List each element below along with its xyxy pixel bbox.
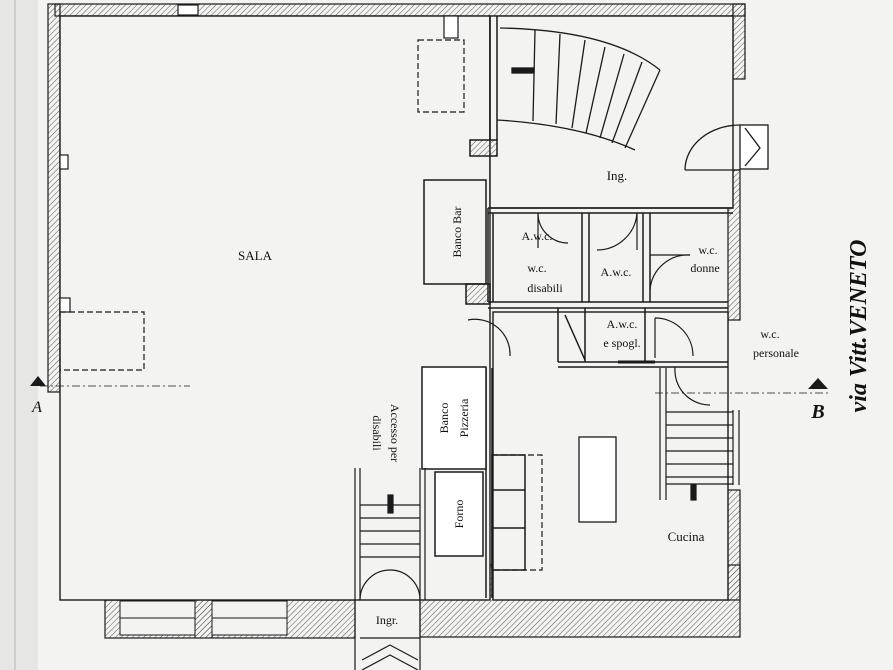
label-awc-2: A.w.c. — [601, 265, 632, 279]
label-wc-personale-1: w.c. — [760, 327, 779, 341]
label-awc-spogl-2: e spogl. — [603, 336, 640, 350]
label-forno: Forno — [452, 500, 466, 529]
staircase-lower — [659, 368, 740, 501]
label-section-b: B — [810, 401, 824, 423]
kitchen-island — [578, 436, 617, 523]
bottom-windows — [119, 599, 288, 639]
label-section-a: A — [31, 399, 42, 416]
street-name: via Vitt.VENETO — [846, 240, 872, 413]
pizzeria-fixtures — [421, 366, 526, 571]
interior-walls — [423, 16, 733, 598]
label-cucina: Cucina — [668, 529, 705, 544]
label-accesso-disabili-1: Accesso per — [388, 404, 402, 462]
label-banco-pizzeria-2: Pizzeria — [457, 398, 471, 437]
staircase-upper — [496, 27, 661, 151]
door-swings — [467, 212, 711, 406]
label-ingresso: Ing. — [607, 168, 628, 183]
entrance-door — [684, 124, 769, 171]
label-banco-bar: Banco Bar — [450, 207, 464, 258]
label-sala: SALA — [238, 248, 273, 263]
label-wc-donne-2: donne — [690, 261, 719, 275]
label-awc-1: A.w.c. — [522, 229, 553, 243]
pillars — [59, 4, 459, 313]
label-accesso-disabili-2: disabili — [370, 415, 384, 451]
label-wc-personale-2: personale — [753, 346, 799, 360]
label-awc-spogl-1: A.w.c. — [607, 317, 638, 331]
label-wc-disabili-2: disabili — [527, 281, 563, 295]
scan-edge — [0, 0, 38, 670]
section-line — [30, 376, 830, 394]
label-banco-pizzeria-1: Banco — [437, 403, 451, 434]
label-ingr: Ingr. — [376, 613, 398, 627]
section-b-marker-icon — [808, 378, 828, 389]
section-a-marker-icon — [30, 376, 46, 386]
ingr-stairs — [354, 468, 426, 670]
label-wc-donne-1: w.c. — [698, 243, 717, 257]
label-wc-disabili-1: w.c. — [527, 261, 546, 275]
